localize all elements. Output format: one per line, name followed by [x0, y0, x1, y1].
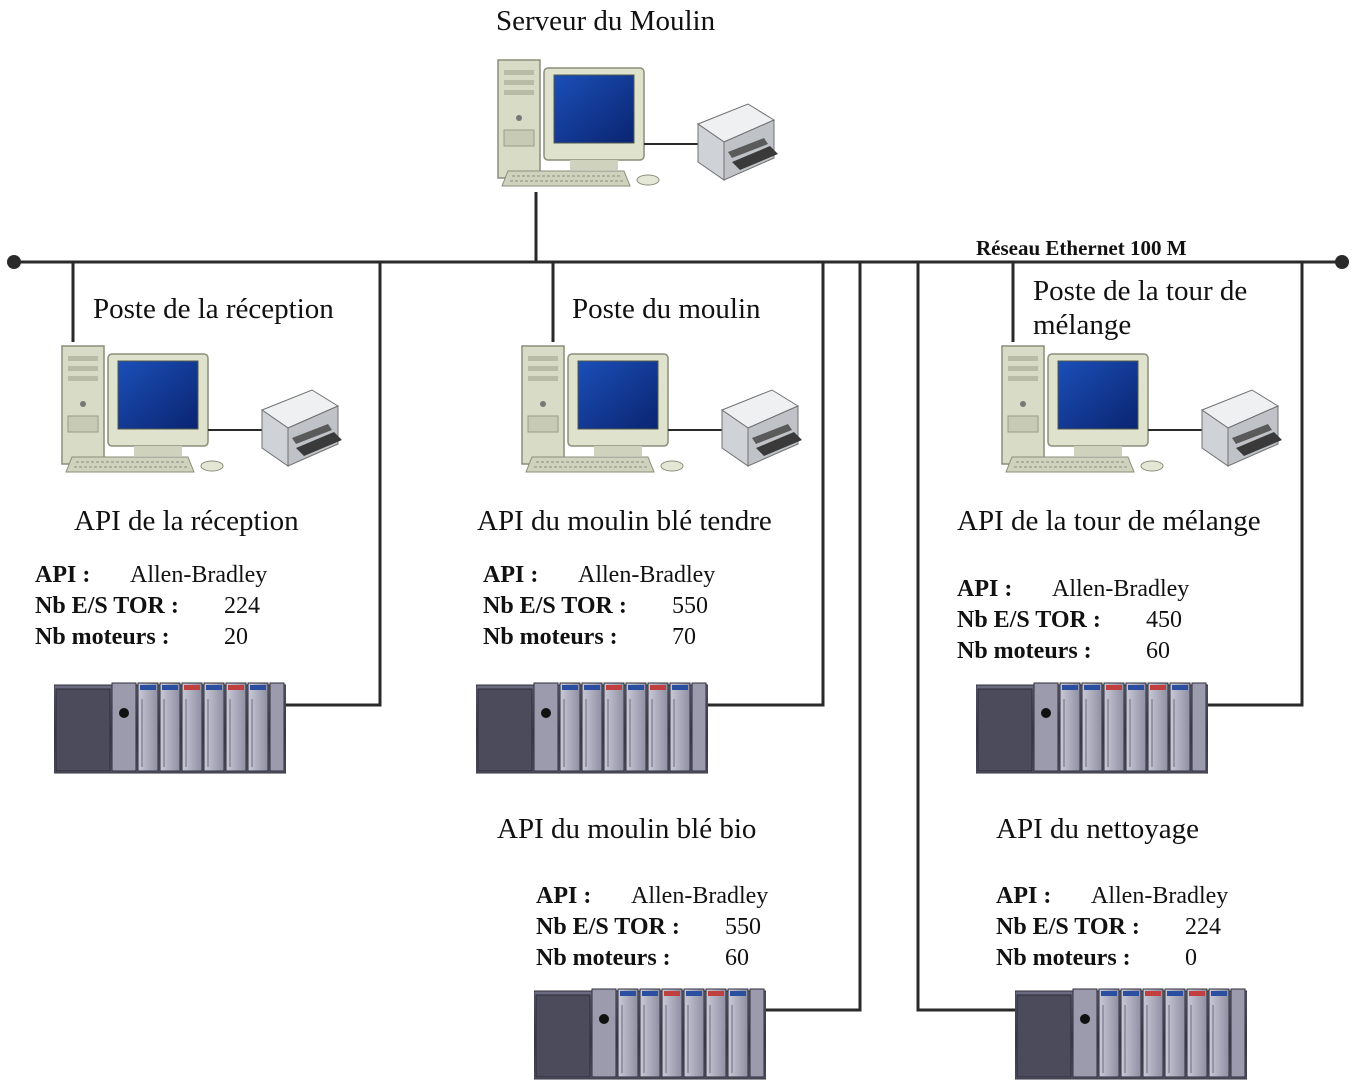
spec-value: Allen-Bradley: [130, 562, 268, 588]
plc-rack-icon: [476, 682, 708, 774]
plc-title: API du moulin blé tendre: [477, 505, 772, 537]
bio-plc-link: [766, 262, 862, 1012]
reception-plc-link: [285, 262, 382, 707]
spec-key: API :: [957, 576, 1013, 602]
mill-workstation: [521, 345, 803, 473]
plc-rack-icon: [534, 988, 766, 1080]
spec-key: Nb moteurs :: [957, 638, 1092, 664]
spec-key: API :: [483, 562, 539, 588]
spec-key: API :: [35, 562, 91, 588]
spec-value: 60: [725, 945, 749, 971]
plc-specs: API : Allen-Bradley Nb E/S TOR : 224 Nb mo…: [35, 560, 267, 653]
spec-key: Nb E/S TOR :: [536, 914, 680, 940]
spec-key: Nb moteurs :: [996, 945, 1131, 971]
reception-workstation-label: Poste de la réception: [93, 293, 334, 325]
spec-value: 60: [1146, 638, 1170, 664]
bus-endpoint-right: [1335, 255, 1349, 269]
mixing-workstation-label: Poste de la tour de mélange: [1033, 275, 1248, 341]
spec-key: Nb E/S TOR :: [957, 607, 1101, 633]
spec-key: Nb moteurs :: [483, 624, 618, 650]
plc-rack-icon: [1015, 988, 1247, 1080]
spec-value: Allen-Bradley: [1052, 576, 1190, 602]
network-label: Réseau Ethernet 100 M: [976, 236, 1187, 260]
spec-key: Nb moteurs :: [536, 945, 671, 971]
plc-title: API du moulin blé bio: [497, 813, 757, 845]
spec-value: Allen-Bradley: [578, 562, 716, 588]
mill-workstation-label: Poste du moulin: [572, 293, 761, 325]
spec-value: 550: [672, 593, 708, 619]
plc-specs: API : Allen-Bradley Nb E/S TOR : 450 Nb mo…: [957, 574, 1189, 667]
plc-title: API de la tour de mélange: [957, 505, 1261, 537]
spec-value: 550: [725, 914, 761, 940]
plc-title: API du nettoyage: [996, 813, 1199, 845]
reception-workstation: [61, 345, 343, 473]
spec-value: 224: [224, 593, 260, 619]
spec-value: Allen-Bradley: [631, 883, 769, 909]
spec-value: 450: [1146, 607, 1182, 633]
bus-endpoint-left: [7, 255, 21, 269]
spec-value: 224: [1185, 914, 1221, 940]
spec-key: API :: [996, 883, 1052, 909]
spec-key: API :: [536, 883, 592, 909]
server-label: Serveur du Moulin: [496, 5, 716, 37]
plc-rack-icon: [54, 682, 286, 774]
plc-specs: API : Allen-Bradley Nb E/S TOR : 550 Nb mo…: [536, 881, 768, 974]
plc-specs: API : Allen-Bradley Nb E/S TOR : 550 Nb mo…: [483, 560, 715, 653]
cleaning-plc-link: [916, 262, 1015, 1012]
spec-value: 70: [672, 624, 696, 650]
mill-plc-link: [708, 262, 825, 707]
mixing-plc-link: [1207, 262, 1304, 707]
spec-key: Nb moteurs :: [35, 624, 170, 650]
spec-value: 0: [1185, 945, 1197, 971]
plc-specs: API : Allen-Bradley Nb E/S TOR : 224 Nb mo…: [996, 881, 1228, 974]
plc-rack-icon: [976, 682, 1208, 774]
spec-key: Nb E/S TOR :: [996, 914, 1140, 940]
server-station: [497, 59, 779, 187]
mixing-workstation: [1001, 345, 1283, 473]
spec-key: Nb E/S TOR :: [483, 593, 627, 619]
spec-value: 20: [224, 624, 248, 650]
spec-key: Nb E/S TOR :: [35, 593, 179, 619]
plc-title: API de la réception: [74, 505, 299, 537]
spec-value: Allen-Bradley: [1091, 883, 1229, 909]
